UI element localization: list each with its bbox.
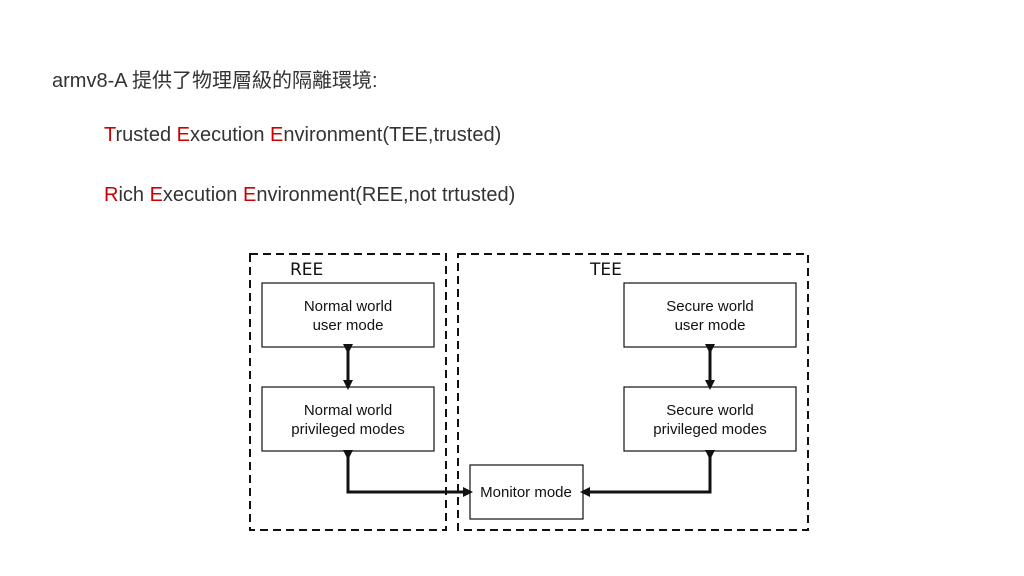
monitor-mode-label: Monitor mode [480, 484, 572, 501]
tee-region [457, 253, 809, 531]
tee-label: TEE [589, 260, 622, 280]
ree-label: REE [290, 260, 323, 280]
secure-priv-line2: privileged modes [653, 421, 766, 438]
ree-part-3: xecution [162, 184, 243, 206]
slide-title: armv8-A 提供了物理層級的隔離環境: [52, 70, 378, 92]
secure-user-box [623, 282, 797, 348]
tee-part-3: xecution [189, 124, 271, 146]
normal-user-box [261, 282, 435, 348]
secure-priv-box [623, 386, 797, 452]
ree-part-0: R [104, 184, 119, 206]
normal-monitor-arrow [343, 450, 473, 497]
ree-part-1: ich [118, 184, 150, 206]
ree-region [249, 253, 447, 531]
tee-part-2: E [176, 124, 190, 146]
tee-part-4: E [270, 124, 284, 146]
normal-priv-line1: Normal world [304, 402, 392, 419]
tee-part-1: rusted [115, 124, 177, 146]
normal-priv-line2: privileged modes [291, 421, 404, 438]
secure-user-line2: user mode [675, 317, 746, 334]
tee-part-0: T [104, 124, 116, 146]
normal-user-line1: Normal world [304, 298, 392, 315]
ree-part-5: nvironment(REE,not trtusted) [256, 184, 516, 206]
ree-part-2: E [149, 184, 163, 206]
ree-part-4: E [242, 184, 257, 206]
normal-user-line2: user mode [313, 317, 384, 334]
normal-priv-box [261, 386, 435, 452]
tee-part-5: nvironment(TEE,trusted) [283, 124, 502, 146]
secure-priv-line1: Secure world [666, 402, 754, 419]
secure-user-line1: Secure world [666, 298, 754, 315]
ree-definition-line: Rich Execution Environment(REE,not trtus… [104, 184, 515, 207]
secure-monitor-arrow [580, 450, 715, 497]
tee-definition-line: Trusted Execution Environment(TEE,truste… [104, 124, 501, 147]
monitor-mode-box [469, 464, 584, 520]
